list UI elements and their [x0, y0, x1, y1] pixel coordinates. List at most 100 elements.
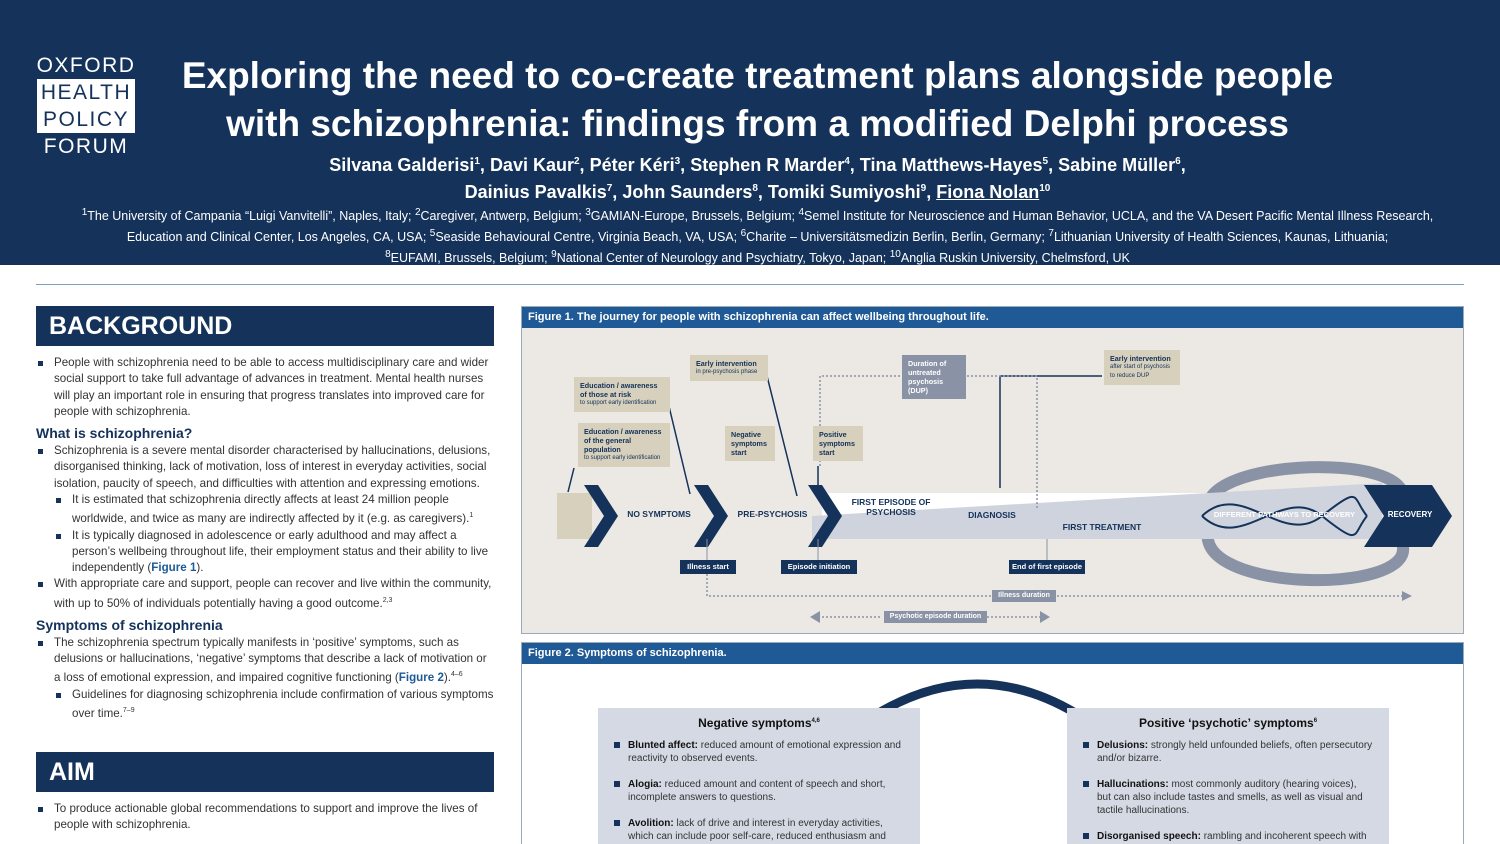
chevron-marker — [694, 485, 728, 547]
psychosis-wedge — [812, 483, 1382, 539]
item-text: It is estimated that schizophrenia direc… — [72, 493, 470, 526]
author-name: Tina Matthews-Hayes — [859, 155, 1043, 175]
poster-header: OXFORD HEALTH POLICY FORUM Exploring the… — [0, 0, 1500, 265]
affil-sup: 5 — [429, 228, 436, 240]
list-item: People with schizophrenia need to be abl… — [36, 355, 496, 420]
box-subtitle: in pre-psychosis phase — [696, 369, 758, 375]
affil-sup: 7 — [1048, 228, 1054, 240]
connector-line — [766, 375, 798, 497]
symptom-desc: rambling and incoherent speech with — [1200, 831, 1367, 842]
connector-line — [666, 397, 691, 495]
author-list: Silvana Galderisi1, Davi Kaur2, Péter Ké… — [150, 150, 1365, 204]
symptom-item: Alogia: reduced amount and content of sp… — [614, 778, 904, 804]
author-name: Davi Kaur — [489, 155, 574, 175]
affil-text: EUFAMI, Brussels, Belgium; — [390, 251, 552, 266]
ref-sup: 4,6 — [811, 718, 820, 724]
affil-text: Lithuanian University of Health Sciences… — [1053, 230, 1389, 245]
item-text: It is typically diagnosed in adolescence… — [72, 528, 489, 575]
end-first-episode-label: End of first episode — [1009, 560, 1085, 574]
figure-2: Figure 2. Symptoms of schizophrenia. Neg… — [521, 642, 1464, 844]
negative-symptoms-title: Negative symptoms4,6 — [614, 716, 904, 730]
symptom-term: Disorganised speech: — [1097, 831, 1201, 842]
symptom-desc: strongly held unfounded beliefs, often p… — [1097, 740, 1373, 764]
stage-first-episode: FIRST EPISODE OF PSYCHOSIS — [851, 497, 931, 517]
item-text: ). — [196, 561, 204, 575]
logo-line-3: POLICY — [37, 106, 135, 133]
symptom-desc: reduced amount and content of speech and… — [628, 779, 886, 803]
logo-line-4: FORUM — [43, 135, 129, 158]
section-divider — [36, 284, 1464, 285]
box-subtitle: after start of psychosis to reduce DUP — [1110, 364, 1171, 379]
title-text: Positive ‘psychotic’ symptoms — [1138, 716, 1314, 730]
lower-recovery-loop — [1202, 518, 1409, 587]
illness-duration-line — [706, 574, 1402, 597]
symptom-term: Alogia: — [628, 779, 662, 790]
author-sup: 7 — [606, 183, 613, 194]
affil-text: GAMIAN-Europe, Brussels, Belgium; — [590, 209, 799, 224]
symptom-item: Blunted affect: reduced amount of emotio… — [614, 739, 904, 765]
affil-sup: 8 — [385, 249, 391, 261]
aim-body: To produce actionable global recommendat… — [36, 801, 496, 834]
recovery-arrow — [1364, 485, 1452, 547]
affil-text: The University of Campania “Luigi Vanvit… — [87, 209, 415, 224]
ref-sup: 1 — [469, 512, 474, 520]
box-title: Education / awareness of the general pop… — [584, 427, 662, 454]
arrowhead — [1402, 591, 1412, 601]
ref-sup: 7–9 — [122, 706, 135, 714]
what-is-schizophrenia-heading: What is schizophrenia? — [36, 425, 193, 442]
author-name: Silvana Galderisi — [329, 155, 475, 175]
chevron-marker — [584, 485, 618, 547]
affil-text: Caregiver, Antwerp, Belgium; — [420, 209, 586, 224]
list-item: It is typically diagnosed in adolescence… — [36, 528, 496, 577]
symptom-term: Delusions: — [1097, 740, 1149, 751]
author-name: Tomiki Sumiyoshi — [767, 182, 921, 202]
symptom-desc: reduced amount of emotional expression a… — [628, 740, 901, 764]
ref-sup: 4–6 — [451, 671, 463, 679]
symptom-term: Avolition: — [628, 818, 674, 829]
ref-sup: 2,3 — [382, 596, 393, 604]
affil-text: Anglia Ruskin University, Chelmsford, UK — [900, 251, 1130, 266]
affil-sup: 4 — [798, 207, 805, 218]
figure-1-caption: Figure 1. The journey for people with sc… — [522, 307, 1463, 328]
episode-initiation-label: Episode initiation — [781, 560, 857, 574]
author-sup: 1 — [474, 156, 480, 167]
entry-block — [557, 493, 592, 539]
author-name: John Saunders — [622, 182, 753, 202]
list-item: The schizophrenia spectrum typically man… — [36, 635, 496, 687]
affil-text: National Center of Neurology and Psychia… — [556, 251, 890, 266]
item-text: With appropriate care and support, peopl… — [54, 577, 492, 610]
affil-sup: 1 — [81, 207, 88, 218]
box-title: Early intervention — [696, 359, 757, 368]
figure-2-caption: Figure 2. Symptoms of schizophrenia. — [522, 643, 1463, 664]
box-subtitle: to support early identification — [580, 400, 657, 406]
list-item: Guidelines for diagnosing schizophrenia … — [36, 687, 496, 722]
author-sup: 10 — [1039, 183, 1051, 194]
stage-different-pathways: DIFFERENT PATHWAYS TO RECOVERY — [1213, 510, 1356, 519]
item-text: The schizophrenia spectrum typically man… — [54, 635, 487, 685]
list-item: To produce actionable global recommendat… — [36, 801, 496, 834]
affil-text: Charite – Universitätsmedizin Berlin, Be… — [746, 230, 1049, 245]
figure-2-link[interactable]: Figure 2 — [398, 671, 444, 685]
psychotic-episode-duration-label: Psychotic episode duration — [884, 611, 987, 623]
illness-duration-label: Illness duration — [992, 590, 1056, 602]
title-line-2: with schizophrenia: findings from a modi… — [226, 103, 1289, 144]
affil-text: Semel Institute for Neuroscience and Hum… — [126, 209, 1434, 245]
symptoms-heading: Symptoms of schizophrenia — [36, 616, 223, 633]
stage-no-symptoms: NO SYMPTOMS — [627, 509, 691, 519]
author-name: Stephen R Marder — [690, 155, 845, 175]
background-heading: BACKGROUND — [36, 306, 494, 346]
education-general-box: Education / awareness of the general pop… — [578, 423, 670, 467]
poster-title: Exploring the need to co-create treatmen… — [150, 52, 1365, 148]
positive-symptoms-start-box: Positive symptoms start — [813, 426, 863, 461]
symptoms-arc — [874, 679, 1080, 718]
list-item: Schizophrenia is a severe mental disorde… — [36, 443, 496, 492]
author-sup: 4 — [844, 156, 850, 167]
arrowhead — [810, 611, 820, 623]
education-at-risk-box: Education / awareness of those at risk t… — [574, 377, 670, 412]
journey-diagram — [557, 375, 1452, 623]
figure-1-link[interactable]: Figure 1 — [151, 561, 197, 575]
affiliations: 1The University of Campania “Luigi Vanvi… — [60, 204, 1455, 267]
author-sup: 6 — [1175, 156, 1181, 167]
author-sup: 9 — [920, 183, 927, 194]
ref-sup: 6 — [1313, 718, 1318, 724]
